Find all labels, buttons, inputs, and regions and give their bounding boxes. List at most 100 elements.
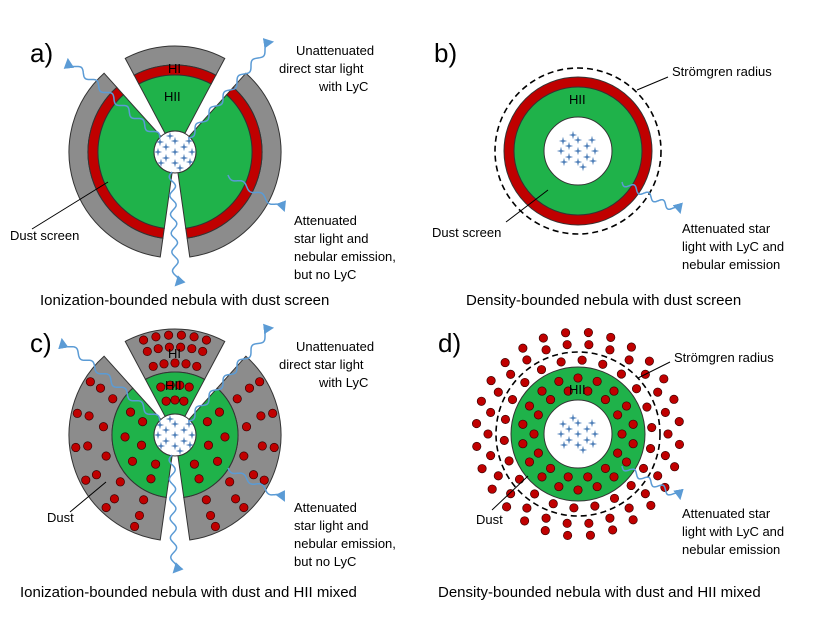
star-icon [170,419,180,429]
dust-grain [170,358,180,368]
d-attenuated-label: Attenuated star light with LyC and nebul… [682,506,788,557]
dust-grain [616,369,626,379]
dust-grain [592,376,602,386]
a-unattenuated-label: Unattenuated direct star light with LyC [279,43,378,94]
star-icon [590,429,600,439]
dust-grain [561,328,571,338]
panel-a: a) HI HII Unattenuated direct star light… [10,38,400,309]
dust-grain [583,327,593,338]
dust-grain [563,472,573,482]
star-icon [573,157,583,167]
dust-grain [590,501,600,511]
dust-grain [159,359,169,369]
dust-grain [165,380,175,390]
dust-grain [136,440,147,450]
dust-grain [536,365,547,375]
star-icon [559,440,569,450]
dust-grain [533,410,543,420]
dust-grain [125,407,136,417]
star-icon [187,147,197,157]
dust-grain [268,408,278,418]
star-icon [175,163,185,173]
c-dust-grains [71,330,279,532]
dust-grain [600,463,610,473]
dust-grain [520,377,530,388]
dust-grain [203,440,214,450]
dust-grain [486,376,496,386]
star-icon [588,156,598,166]
a-caption: Ionization-bounded nebula with dust scre… [40,292,329,309]
dust-grain [640,489,650,499]
dust-grain [493,471,503,481]
star-icon [165,414,175,424]
c-hii-label: HII [165,378,182,393]
d-stromgren-leader-line [637,361,671,379]
dust-grain [187,344,197,354]
dust-grain [83,441,93,451]
dust-grain [483,429,493,439]
dust-grain [518,343,528,353]
panel-c: c) HI HII Unattenuated direct star light… [20,323,396,601]
star-icon [185,157,195,167]
dust-grain [628,419,638,429]
dust-grain [583,472,593,482]
star-icon [564,424,574,434]
a-dust-leader-line [31,181,109,230]
star-icon [582,152,592,162]
dust-grain [674,417,684,427]
dust-grain [563,530,573,541]
dust-grain [500,414,511,424]
dust-grain [493,387,503,397]
dust-grain [584,518,594,528]
a-ray-upleft [63,57,161,139]
star-icon [175,446,185,456]
dust-grain [653,387,663,397]
dust-grain [573,485,583,495]
dust-grain [638,463,649,473]
star-icon [170,441,180,451]
dust-grain [72,408,82,418]
b-caption: Density-bounded nebula with dust screen [466,292,741,309]
star-icon [564,435,574,445]
star-icon [556,146,566,156]
dust-grain [592,482,602,492]
panel-d: d) HII Strömgren radius Attenuated star … [438,327,788,601]
dust-grain [214,407,225,417]
d-ray-attenuated [621,465,684,501]
star-icon [558,136,568,146]
dust-grain [541,513,551,523]
dust-grain [148,361,158,371]
dust-grain [598,359,608,369]
dust-grain [608,525,618,535]
dust-grain [507,395,518,405]
dust-grain [524,457,535,467]
star-icon [573,146,583,156]
star-icon [558,419,568,429]
dust-grain [151,459,161,469]
a-attenuated-label: Attenuated star light and nebular emissi… [294,213,400,282]
dust-grain [533,448,543,458]
star-icon [179,153,189,163]
dust-grain [642,402,652,412]
dust-grain [537,386,547,396]
panel-b: b) HII Strömgren radius Attenuated star … [432,38,784,309]
dust-grain [609,493,620,503]
c-hi-label: HI [168,346,181,361]
b-stromgren-leader-line [636,76,669,91]
d-dust-label: Dust [476,512,503,527]
b-hii-label: HII [569,92,586,107]
dust-grain [146,474,156,484]
dust-grain [127,456,138,466]
dust-grain [628,515,638,525]
star-icon [578,445,588,455]
dust-grain [115,477,125,487]
dust-grain [562,518,572,528]
dust-grain [674,439,685,449]
c-dust-label: Dust [47,510,74,525]
dust-grain [573,373,583,383]
dust-grain [653,471,663,481]
dust-grain [518,419,528,429]
dust-grain [522,503,532,513]
star-icon [564,152,574,162]
dust-grain [244,383,255,393]
